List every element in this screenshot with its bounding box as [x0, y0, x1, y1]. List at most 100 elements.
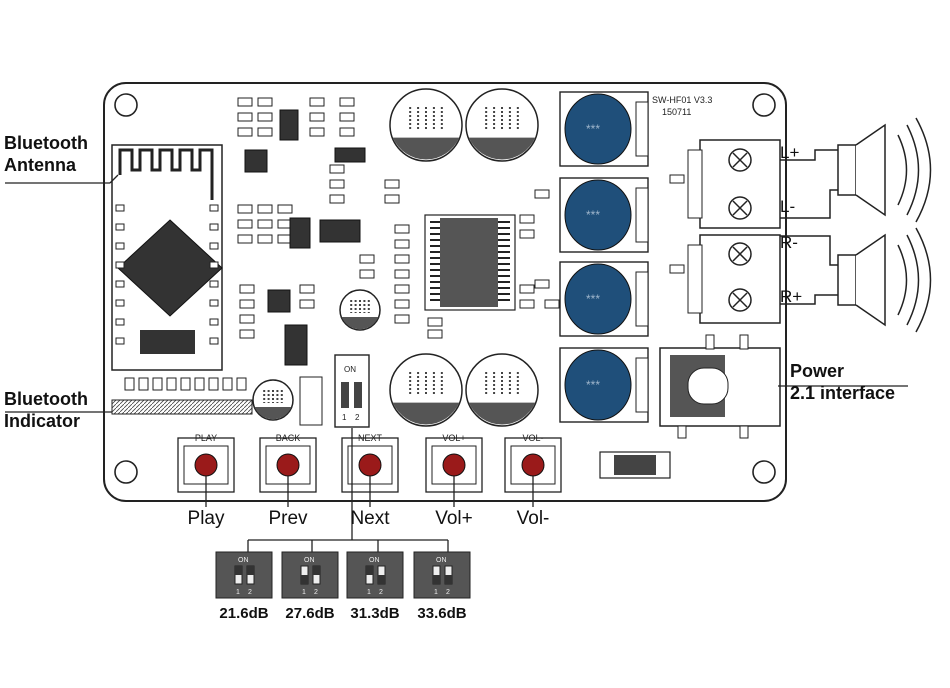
gain-label: 21.6dB — [219, 605, 269, 622]
smd-component — [257, 112, 273, 122]
electrolytic-capacitor — [389, 88, 463, 162]
smd-component — [309, 127, 325, 137]
smd-chip — [289, 217, 311, 249]
bt-antenna-line2: Antenna — [4, 155, 76, 175]
antenna-trace — [118, 148, 214, 200]
smd-chip — [279, 109, 299, 141]
electrolytic-capacitor — [389, 353, 463, 427]
button-label-next: Next — [350, 508, 390, 529]
gain-label: 33.6dB — [417, 605, 467, 622]
mounting-hole-tl — [114, 93, 138, 117]
smd-component — [384, 179, 400, 189]
smd-component — [237, 234, 253, 244]
button-cap[interactable] — [358, 453, 382, 477]
smd-component — [669, 174, 685, 184]
bt-antenna-line1: Bluetooth — [4, 133, 88, 153]
bt-antenna-callout: Bluetooth Antenna — [4, 132, 88, 176]
gain-dip-pin1: 1 — [302, 589, 306, 596]
indicator-led — [166, 377, 177, 391]
dip-on-label: ON — [344, 365, 356, 374]
gain-dip-pin1: 1 — [236, 589, 240, 596]
button-cap[interactable] — [276, 453, 300, 477]
electrolytic-capacitors — [252, 88, 539, 427]
board-button-next[interactable]: NEXT — [341, 433, 399, 507]
terminal-label-r-plus: R+ — [780, 287, 802, 306]
gain-dip-on-label: ON — [369, 557, 380, 564]
indicator-led — [124, 377, 135, 391]
electrolytic-capacitor — [465, 88, 539, 162]
smd-component — [239, 314, 255, 324]
bt-pad — [115, 242, 125, 250]
power-line1: Power — [790, 361, 845, 381]
smd-component — [329, 164, 345, 174]
smd-component — [394, 284, 410, 294]
onboard-dip-switch: ON 1 2 — [334, 354, 370, 428]
smd-component — [394, 269, 410, 279]
smd-component — [394, 299, 410, 309]
speaker-left-icon — [837, 117, 932, 223]
board-button-prev[interactable]: BACK — [259, 433, 317, 507]
board-button-vol[interactable]: VOL+ — [425, 433, 483, 507]
button-label-vol: Vol+ — [435, 508, 473, 529]
smd-component — [237, 127, 253, 137]
bt-indicator-line1: Bluetooth — [4, 389, 88, 409]
button-cap[interactable] — [442, 453, 466, 477]
electrolytic-capacitor — [339, 289, 381, 331]
bt-pad — [115, 261, 125, 269]
smd-component — [239, 299, 255, 309]
board-button-play[interactable]: PLAY — [177, 433, 235, 507]
terminal-label-r-minus: R- — [780, 233, 798, 252]
bt-chip — [117, 219, 223, 317]
dip-pin1: 1 — [342, 413, 347, 422]
indicator-led — [152, 377, 163, 391]
bt-indicator-callout: Bluetooth Indicator — [4, 388, 88, 432]
button-cap[interactable] — [194, 453, 218, 477]
smd-component — [394, 224, 410, 234]
smd-component — [339, 112, 355, 122]
small-components-top-left — [237, 97, 685, 366]
smd-component — [237, 204, 253, 214]
mounting-hole-br — [752, 460, 776, 484]
smd-component — [519, 284, 535, 294]
button-silk-label: NEXT — [358, 433, 383, 443]
bt-pad — [209, 280, 219, 288]
smd-component — [257, 219, 273, 229]
smd-component — [257, 127, 273, 137]
speaker-terminals — [687, 139, 781, 324]
gain-dip-on-label: ON — [436, 557, 447, 564]
smd-component — [519, 299, 535, 309]
smd-component — [277, 204, 293, 214]
smd-component — [239, 329, 255, 339]
gain-dip-pin2: 2 — [314, 589, 318, 596]
electrolytic-capacitor — [465, 353, 539, 427]
smd-component — [309, 112, 325, 122]
smd-component — [519, 229, 535, 239]
gain-label: 31.3dB — [350, 605, 400, 622]
power-callout: Power 2.1 interface — [790, 360, 895, 404]
inductor: *** — [559, 261, 649, 337]
inductor: *** — [559, 347, 649, 423]
power-jack — [659, 334, 781, 439]
smd-component — [394, 254, 410, 264]
bt-pad — [209, 204, 219, 212]
inductor-marking: *** — [586, 378, 600, 392]
smd-component — [519, 214, 535, 224]
dip-pin2: 2 — [355, 413, 360, 422]
smd-chip — [319, 219, 361, 243]
smd-component — [534, 189, 550, 199]
board-buttons: PLAY BACK NEXT VOL+ VOL- — [177, 433, 562, 507]
board-button-vol[interactable]: VOL- — [504, 433, 562, 507]
button-cap[interactable] — [521, 453, 545, 477]
smd-component — [384, 194, 400, 204]
smd-component — [669, 264, 685, 274]
r24-header — [299, 376, 323, 426]
smd-component — [544, 299, 560, 309]
electrolytic-capacitor — [252, 379, 294, 421]
inductor: *** — [559, 177, 649, 253]
gain-dip-pin2: 2 — [248, 589, 252, 596]
